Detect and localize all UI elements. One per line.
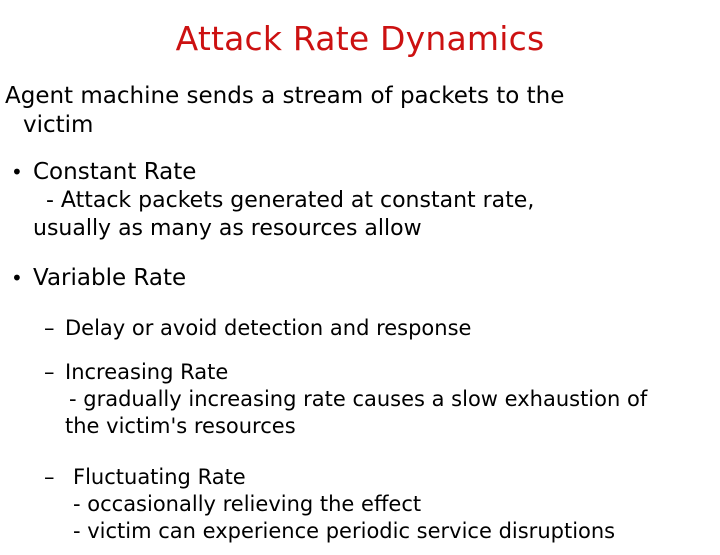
sub-item-label: Increasing Rate bbox=[65, 360, 229, 384]
sub-item-label: Fluctuating Rate bbox=[73, 465, 246, 489]
list-item: – Fluctuating Rate - occasionally reliev… bbox=[0, 463, 720, 545]
sub-item-detail-line-1: - occasionally relieving the effect bbox=[73, 492, 422, 516]
spacer bbox=[0, 450, 720, 463]
slide-body: Agent machine sends a stream of packets … bbox=[0, 82, 720, 555]
bullet-label: Constant Rate bbox=[33, 159, 197, 185]
bullet-detail-line-2: usually as many as resources allow bbox=[33, 216, 422, 241]
dash-icon: – bbox=[44, 360, 55, 384]
dash-icon: – bbox=[44, 316, 55, 340]
slide-canvas: Attack Rate Dynamics Agent machine sends… bbox=[5, 19, 648, 543]
list-item: – Delay or avoid detection and response bbox=[0, 314, 720, 342]
list-item: • Variable Rate bbox=[0, 264, 720, 293]
list-item: • Constant Rate - Attack packets generat… bbox=[0, 158, 720, 243]
list-item: – Increasing Rate - gradually increasing… bbox=[0, 358, 720, 440]
bullet-label: Variable Rate bbox=[33, 265, 187, 291]
bullet-icon: • bbox=[11, 266, 23, 290]
intro-line-2: victim bbox=[23, 112, 94, 138]
bullet-detail-line-1: - Attack packets generated at constant r… bbox=[46, 188, 535, 213]
intro-paragraph: Agent machine sends a stream of packets … bbox=[0, 82, 720, 140]
sub-item-label: Delay or avoid detection and response bbox=[65, 316, 472, 340]
spacer bbox=[0, 301, 720, 314]
sub-item-detail-line-2: the victim's resources bbox=[65, 414, 296, 438]
sub-item-detail-line-2: - victim can experience periodic service… bbox=[73, 519, 616, 543]
dash-icon: – bbox=[44, 465, 55, 489]
spacer bbox=[0, 251, 720, 264]
page-title: Attack Rate Dynamics bbox=[175, 19, 545, 58]
bullet-icon: • bbox=[11, 160, 23, 184]
intro-line-1: Agent machine sends a stream of packets … bbox=[5, 83, 565, 109]
sub-item-detail-line-1: - gradually increasing rate causes a slo… bbox=[69, 387, 648, 411]
